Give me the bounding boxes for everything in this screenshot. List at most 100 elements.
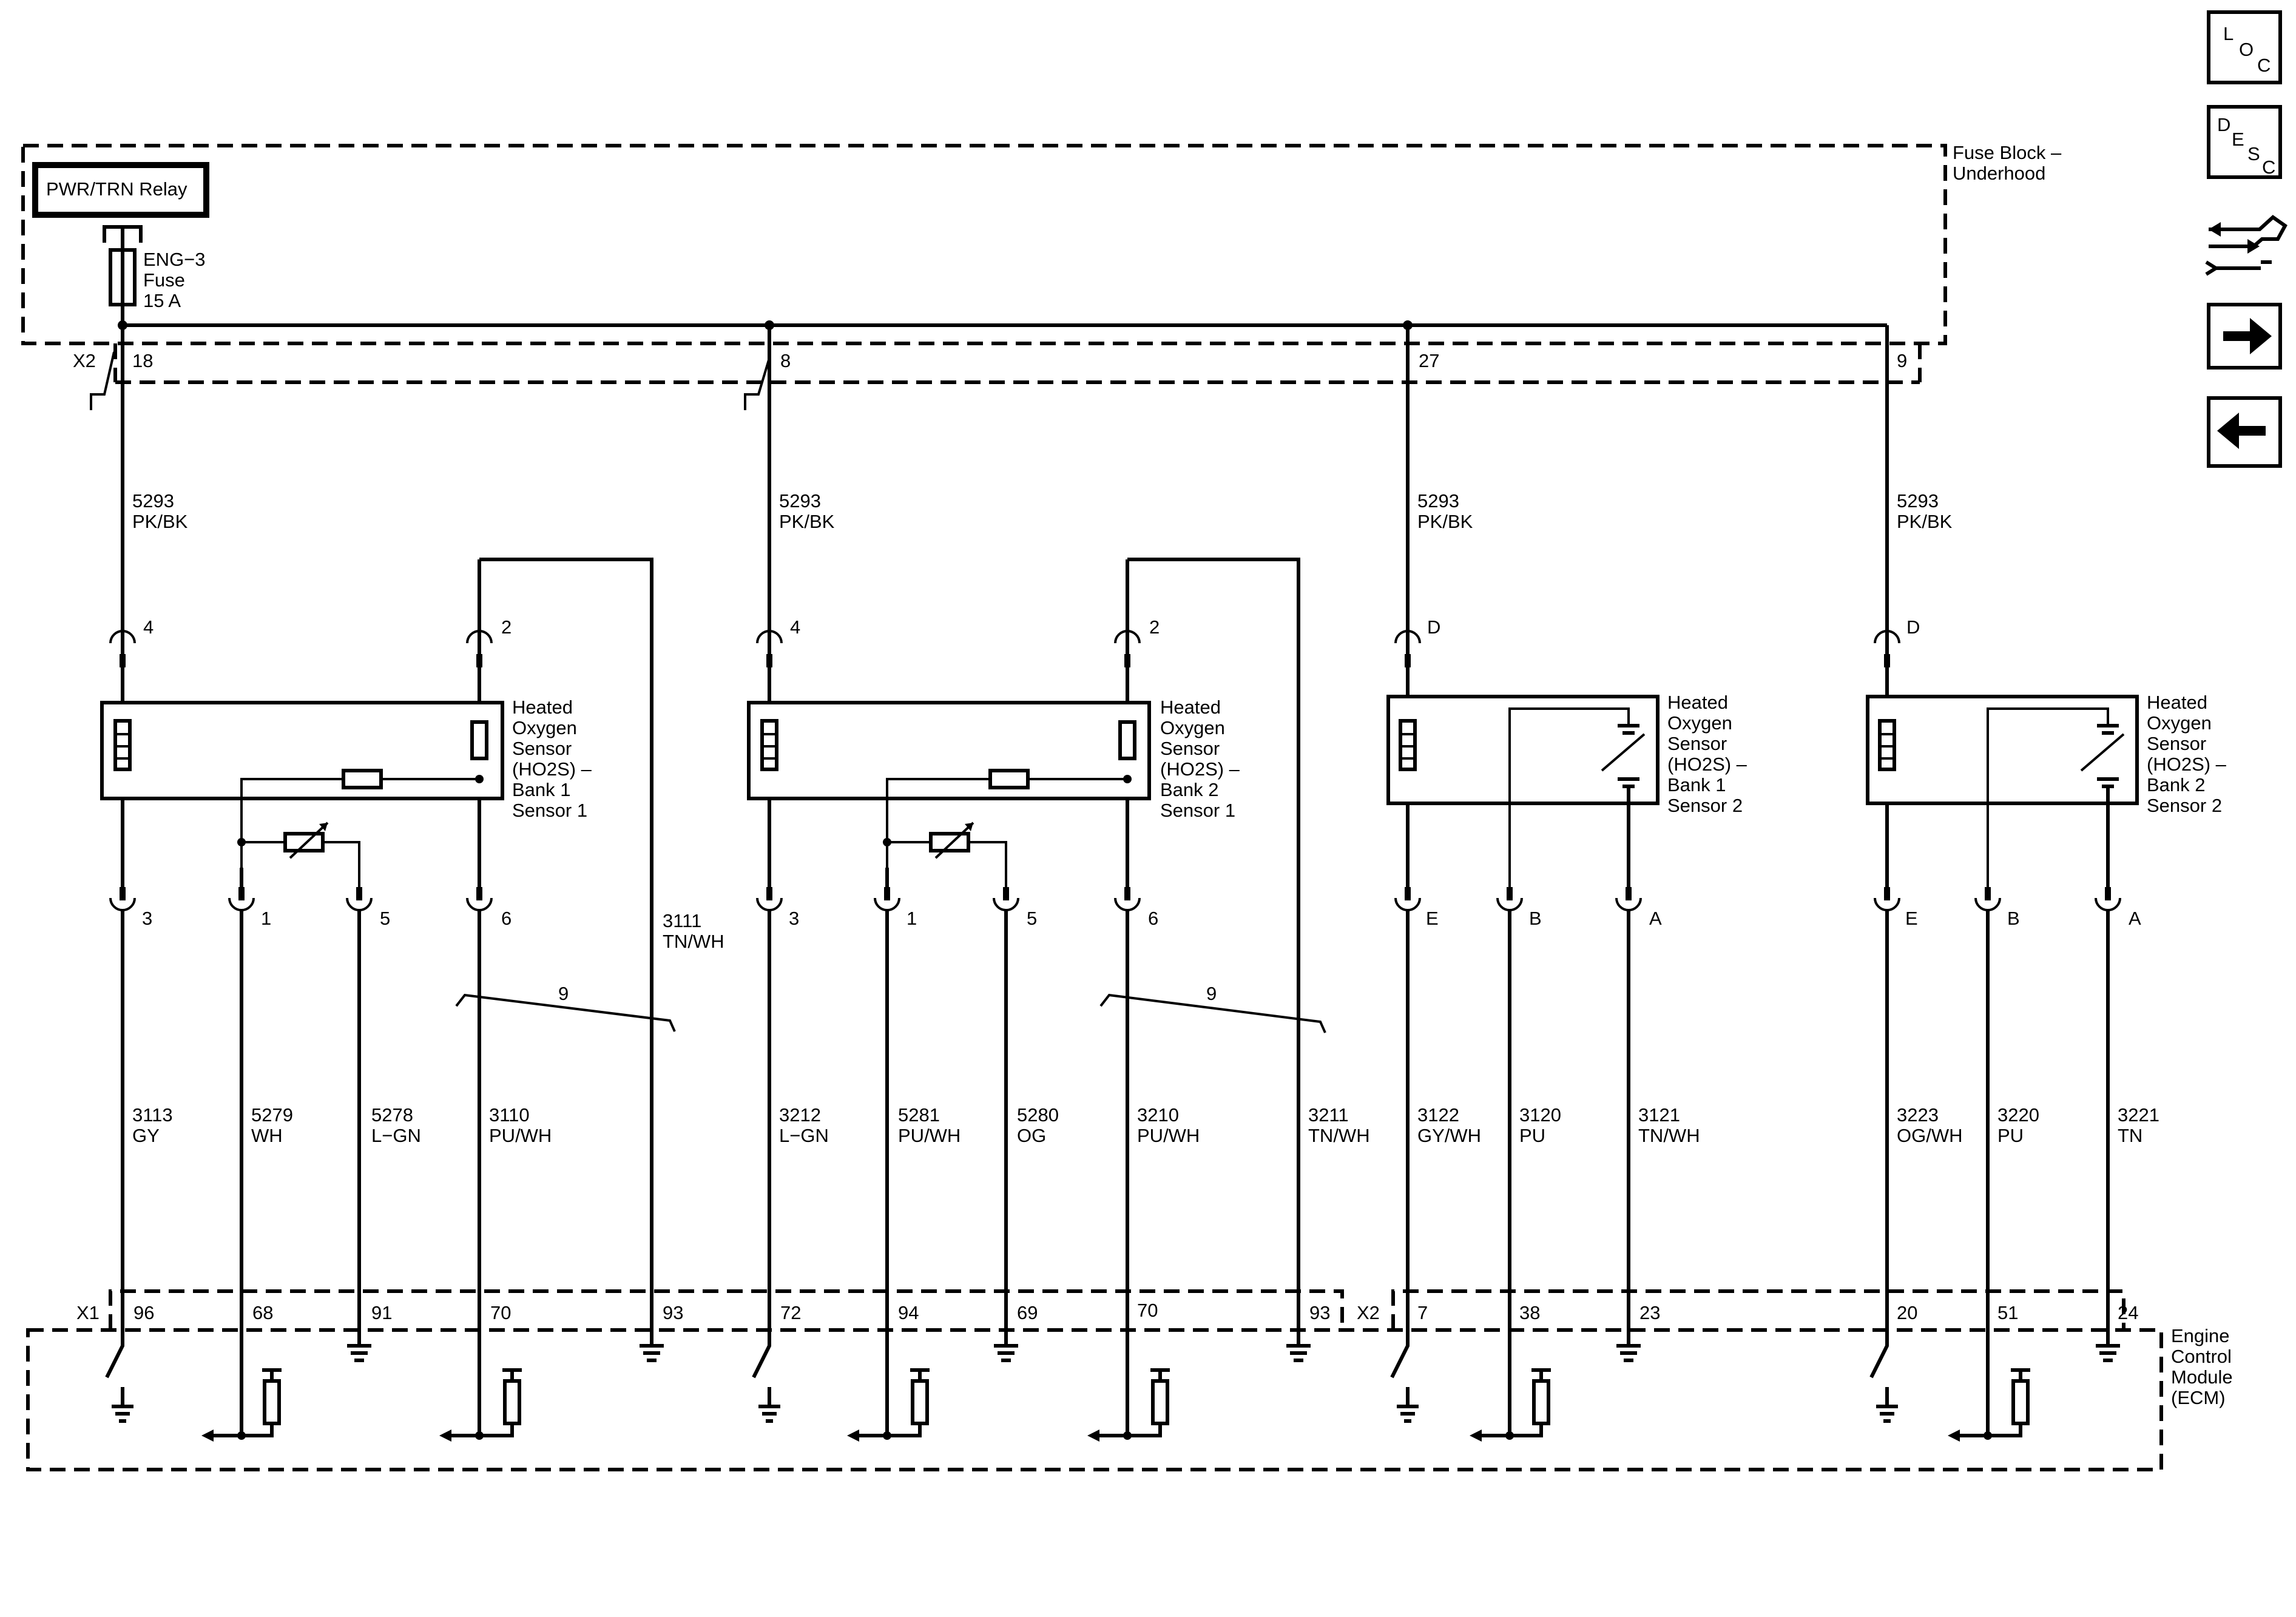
ecm-label-2: Control [2171, 1346, 2232, 1367]
w5281-circuit: 5281 [898, 1104, 940, 1126]
s2-pin-6: 6 [1148, 908, 1158, 929]
w5279-color: WH [251, 1125, 283, 1146]
w3121-color: TN/WH [1638, 1125, 1700, 1146]
feed-pin-18: 18 [132, 350, 153, 371]
feed-color-3: PK/BK [1417, 511, 1473, 532]
s1-twist-label: 9 [558, 983, 569, 1004]
svg-text:Sensor: Sensor [1667, 733, 1727, 754]
feed-pin-27: 27 [1419, 350, 1439, 371]
s4-pin-B: B [2007, 908, 2020, 929]
feed-pin-9: 9 [1897, 350, 1907, 371]
ecm-module: X1 X2 Engine Control Module (ECM) 96 68 … [26, 1289, 2233, 1471]
ecm-pin-51: 51 [1997, 1302, 2018, 1323]
connector-tool-icon[interactable] [2205, 215, 2288, 276]
s1-sensor-name: Heated Oxygen Sensor (HO2S) – Bank 1 Sen… [512, 697, 592, 821]
ecm-pin-68: 68 [252, 1302, 273, 1323]
s1-pin-2: 2 [501, 616, 512, 638]
svg-text:Sensor: Sensor [512, 738, 572, 759]
s2-twist-label: 9 [1206, 983, 1217, 1004]
svg-text:Oxygen: Oxygen [1160, 717, 1225, 738]
s2-pin-5: 5 [1027, 908, 1037, 929]
ecm-grounds [347, 1335, 2120, 1362]
w5278-circuit: 5278 [371, 1104, 413, 1126]
fuse-block-label-2: Underhood [1953, 163, 2045, 184]
feed-color-2: PK/BK [779, 511, 835, 532]
w3121-circuit: 3121 [1638, 1104, 1680, 1126]
s1-pin-4: 4 [143, 616, 154, 638]
svg-text:E: E [2232, 129, 2244, 150]
x2-label: X2 [73, 350, 96, 371]
svg-text:C: C [2262, 157, 2275, 178]
next-arrow-button[interactable] [2207, 303, 2282, 370]
feed-color-4: PK/BK [1897, 511, 1953, 532]
ecm-pin-91: 91 [371, 1302, 392, 1323]
s1-pin-5: 5 [380, 908, 390, 929]
w3211-circuit: 3211 [1308, 1104, 1349, 1126]
ecm-pin-20: 20 [1897, 1302, 1917, 1323]
s3-sensor-name: Heated Oxygen Sensor (HO2S) – Bank 1 Sen… [1667, 692, 1747, 816]
w5278-color: L−GN [371, 1125, 421, 1146]
feed-wires: 5293 PK/BK 5293 PK/BK 5293 PK/BK 5293 PK… [121, 325, 1953, 631]
s3-pin-D: D [1427, 616, 1440, 638]
s2-pin-3: 3 [789, 908, 799, 929]
w3220-color: PU [1997, 1125, 2024, 1146]
s2-sensor-name: Heated Oxygen Sensor (HO2S) – Bank 2 Sen… [1160, 697, 1240, 821]
svg-text:D: D [2217, 114, 2230, 135]
w3113-color: GY [132, 1125, 160, 1146]
ho2s-bank2-sensor2: D Heated Oxygen Sensor (HO2S) – Bank 2 S… [1866, 616, 2227, 1335]
w3221-circuit: 3221 [2118, 1104, 2159, 1126]
previous-arrow-button[interactable] [2207, 396, 2282, 468]
svg-text:Heated: Heated [1160, 697, 1221, 718]
svg-text:Bank 2: Bank 2 [2147, 774, 2206, 795]
relay-label: PWR/TRN Relay [46, 178, 187, 200]
svg-text:(HO2S) –: (HO2S) – [1160, 758, 1240, 780]
w3210-circuit: 3210 [1137, 1104, 1179, 1126]
w3110-color: PU/WH [489, 1125, 552, 1146]
svg-text:Bank 2: Bank 2 [1160, 779, 1219, 800]
svg-text:(HO2S) –: (HO2S) – [512, 758, 592, 780]
svg-text:Sensor 2: Sensor 2 [1667, 795, 1743, 816]
w3212-circuit: 3212 [779, 1104, 821, 1126]
ecm-pin-93a: 93 [663, 1302, 683, 1323]
s4-sensor-name: Heated Oxygen Sensor (HO2S) – Bank 2 Sen… [2147, 692, 2227, 816]
ecm-pin-7: 7 [1417, 1302, 1428, 1323]
s4-pin-E: E [1905, 908, 1918, 929]
eng-3-fuse: ENG−3 Fuse 15 A [103, 225, 206, 325]
fuse-block-underhood: Fuse Block – Underhood PWR/TRN Relay ENG… [21, 142, 2062, 345]
ecm-pin-72: 72 [780, 1302, 801, 1323]
s3-pin-E: E [1426, 908, 1439, 929]
ho2s-bank1-sensor1: 4 2 Heated Oxygen Sensor (HO2 [100, 558, 724, 1335]
svg-text:S: S [2247, 143, 2260, 164]
s2-pin-2: 2 [1149, 616, 1160, 638]
ecm-label-4: (ECM) [2171, 1387, 2226, 1408]
s2-pin-4: 4 [790, 616, 800, 638]
feed-circuit-2: 5293 [779, 490, 821, 511]
w5280-color: OG [1017, 1125, 1046, 1146]
fuse-name: ENG−3 [143, 249, 206, 270]
ecm-pin-70b: 70 [1137, 1300, 1158, 1321]
desc-button[interactable]: D E S C [2207, 105, 2282, 179]
w3223-color: OG/WH [1897, 1125, 1963, 1146]
svg-text:Bank 1: Bank 1 [512, 779, 571, 800]
ecm-pin-96: 96 [133, 1302, 154, 1323]
w3110-circuit: 3110 [489, 1104, 530, 1126]
w3221-color: TN [2118, 1125, 2142, 1146]
s1-pin-6: 6 [501, 908, 512, 929]
feed-circuit-3: 5293 [1417, 490, 1459, 511]
feed-pin-8: 8 [780, 350, 791, 371]
ho2s-bank2-sensor1: 4 2 Heated Oxygen Sensor (HO2S) – Bank 2 [747, 558, 1370, 1335]
svg-text:Sensor: Sensor [1160, 738, 1220, 759]
ecm-pin-23: 23 [1639, 1302, 1660, 1323]
w3111-color: TN/WH [663, 931, 724, 952]
w5280-circuit: 5280 [1017, 1104, 1059, 1126]
ecm-pin-94: 94 [898, 1302, 919, 1323]
feed-circuit-1: 5293 [132, 490, 174, 511]
w5279-circuit: 5279 [251, 1104, 293, 1126]
w3122-color: GY/WH [1417, 1125, 1481, 1146]
fuse-rating: 15 A [143, 290, 181, 311]
loc-button[interactable]: L O C [2207, 10, 2282, 84]
ecm-pin-24: 24 [2118, 1302, 2138, 1323]
w5281-color: PU/WH [898, 1125, 961, 1146]
fuse-block-label: Fuse Block – [1953, 142, 2062, 163]
